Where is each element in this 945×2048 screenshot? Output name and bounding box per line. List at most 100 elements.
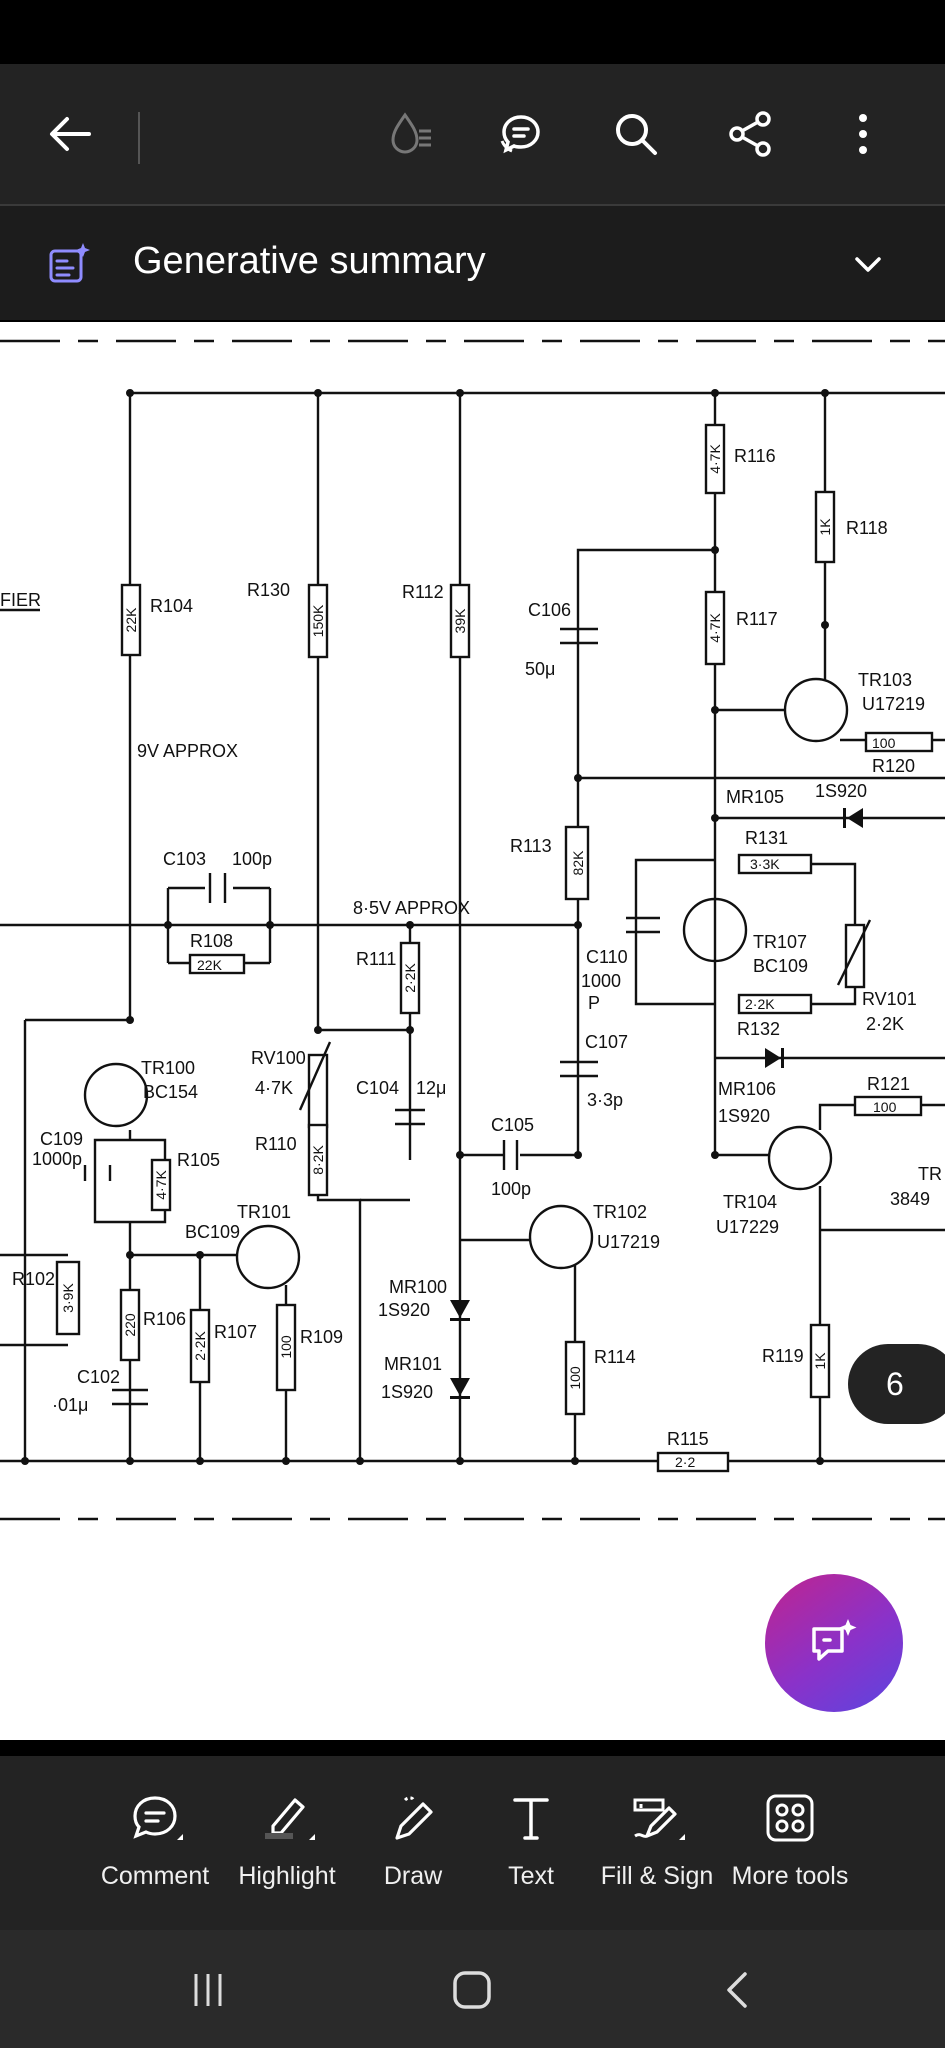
- label-r106: R106: [143, 1309, 186, 1329]
- label-c105-val: 100p: [491, 1179, 531, 1199]
- fill-sign-tool[interactable]: Fill & Sign: [597, 1790, 717, 1920]
- label-r109-val: 100: [278, 1335, 294, 1359]
- label-r112: R112: [402, 582, 444, 602]
- label-r105-val: 4·7K: [153, 1170, 169, 1200]
- label-r114-val: 100: [567, 1366, 583, 1390]
- label-r108: R108: [190, 931, 233, 951]
- liquid-mode-button[interactable]: [370, 94, 450, 174]
- system-navigation-bar: [0, 1930, 945, 2048]
- document-page[interactable]: FIER R104 R130 R112 C106 50μ R116 R117 R…: [0, 322, 945, 1740]
- text-tool[interactable]: Text: [471, 1790, 591, 1920]
- share-icon: [729, 111, 771, 157]
- draw-icon: [395, 1796, 433, 1840]
- label-tr107-type: BC109: [753, 956, 808, 976]
- label-tr103: TR103: [858, 670, 912, 690]
- text-icon: [513, 1798, 549, 1840]
- highlight-label: Highlight: [238, 1862, 336, 1890]
- label-mr105: MR105: [726, 787, 784, 807]
- label-c110-val2: P: [588, 993, 600, 1013]
- label-c106-val: 50μ: [525, 659, 555, 679]
- label-r115: R115: [667, 1429, 709, 1449]
- label-8-5v: 8·5V APPROX: [353, 898, 470, 918]
- status-bar: [0, 0, 945, 64]
- grid-icon: [766, 1794, 814, 1842]
- label-c103-val: 100p: [232, 849, 272, 869]
- label-r132-val: 2·2K: [745, 996, 775, 1012]
- label-r119: R119: [762, 1346, 804, 1366]
- search-icon: [616, 114, 657, 155]
- label-tr104: TR104: [723, 1192, 777, 1212]
- label-c107: C107: [585, 1032, 628, 1052]
- share-button[interactable]: [710, 94, 790, 174]
- label-r112-val: 39K: [452, 608, 468, 634]
- label-tr100-type: BC154: [143, 1082, 198, 1102]
- draw-tool[interactable]: Draw: [353, 1790, 473, 1920]
- comment-bubbles-icon: [500, 115, 540, 154]
- label-r116: R116: [734, 446, 776, 466]
- label-tr101-type: BC109: [185, 1222, 240, 1242]
- label-c107-val: 3·3p: [587, 1090, 623, 1110]
- label-tr102: TR102: [593, 1202, 647, 1222]
- comment-tool[interactable]: Comment: [95, 1790, 215, 1920]
- label-r117: R117: [736, 609, 778, 629]
- label-tr-right-val: 3849: [890, 1189, 930, 1209]
- label-c110: C110: [586, 947, 628, 967]
- label-rv101-val: 2·2K: [866, 1014, 904, 1034]
- ai-assistant-button[interactable]: [765, 1574, 903, 1712]
- label-c109-val: 1000p: [32, 1149, 82, 1169]
- label-r114: R114: [594, 1347, 636, 1367]
- label-r131: R131: [745, 828, 788, 848]
- label-r113: R113: [510, 836, 552, 856]
- more-vertical-icon: [859, 114, 867, 154]
- label-r111-val: 2·2K: [402, 963, 418, 993]
- top-app-bar: [0, 64, 945, 206]
- search-button[interactable]: [596, 94, 676, 174]
- label-mr100-type: 1S920: [378, 1300, 430, 1320]
- highlight-tool[interactable]: Highlight: [227, 1790, 347, 1920]
- label-r111: R111: [356, 949, 396, 969]
- summary-title: Generative summary: [133, 240, 486, 282]
- recent-apps-button[interactable]: [168, 1960, 248, 2020]
- label-tr107: TR107: [753, 932, 807, 952]
- recent-apps-icon: [194, 1974, 222, 2006]
- draw-label: Draw: [383, 1862, 443, 1890]
- label-tr-right: TR: [918, 1164, 942, 1184]
- label-mr106-type: 1S920: [718, 1106, 770, 1126]
- more-tools[interactable]: More tools: [730, 1790, 850, 1920]
- label-r104-val: 22K: [123, 607, 139, 633]
- label-r110-val: 8·2K: [310, 1145, 326, 1175]
- label-c102-val: ·01μ: [52, 1395, 88, 1415]
- back-button[interactable]: [30, 94, 110, 174]
- generative-summary-bar[interactable]: [0, 206, 945, 320]
- label-r109: R109: [300, 1327, 343, 1347]
- overflow-menu-button[interactable]: [823, 94, 903, 174]
- label-r113-val: 82K: [570, 850, 586, 876]
- label-mr105-type: 1S920: [815, 781, 867, 801]
- page-number-badge[interactable]: 6: [848, 1344, 945, 1424]
- label-r104: R104: [150, 596, 193, 616]
- more-tools-label: More tools: [731, 1862, 849, 1890]
- label-r102: R102: [12, 1269, 55, 1289]
- system-back-button[interactable]: [698, 1960, 778, 2020]
- label-mr101-type: 1S920: [381, 1382, 433, 1402]
- ai-summary-icon: [49, 243, 90, 283]
- chevron-left-icon: [727, 1972, 747, 2008]
- label-r115-val: 2·2: [675, 1454, 695, 1470]
- label-rv100-val: 4·7K: [255, 1078, 293, 1098]
- label-r131-val: 3·3K: [750, 856, 780, 872]
- home-icon: [453, 1971, 491, 2009]
- ai-chat-sparkle-icon: [812, 1619, 857, 1661]
- label-rv101: RV101: [862, 989, 917, 1009]
- home-button[interactable]: [432, 1960, 512, 2020]
- expand-summary-button[interactable]: [828, 224, 908, 304]
- label-mr106: MR106: [718, 1079, 776, 1099]
- comment-icon: [133, 1796, 183, 1840]
- label-r120: R120: [872, 756, 915, 776]
- label-mr101: MR101: [384, 1354, 442, 1374]
- label-r132: R132: [737, 1019, 780, 1039]
- label-9v: 9V APPROX: [137, 741, 238, 761]
- label-r130: R130: [247, 580, 290, 600]
- label-r107-val: 2·2K: [192, 1331, 208, 1361]
- comments-panel-button[interactable]: [481, 94, 561, 174]
- label-fier: FIER: [0, 590, 41, 610]
